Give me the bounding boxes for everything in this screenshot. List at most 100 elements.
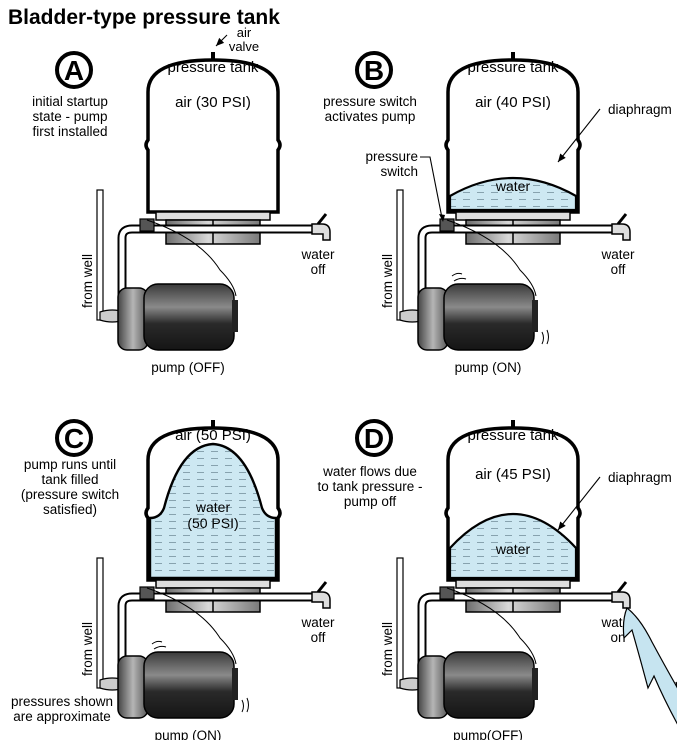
- panel-b-switch-label: pressure: [365, 149, 418, 164]
- panel-d-tank-label: pressure tank: [468, 427, 559, 444]
- panel-c-vibration-side: [241, 697, 249, 713]
- panel-c-water-label: water: [195, 499, 231, 515]
- panel-c-caption: (pressure switch: [21, 487, 119, 502]
- panel-b-diaphragm-label: diaphragm: [608, 102, 672, 117]
- panel-c-water: [148, 442, 278, 580]
- panel-d-pump-endcap: [532, 668, 538, 700]
- panel-c-faucet-label: off: [311, 630, 326, 645]
- panel-a-letter: A: [64, 55, 84, 86]
- panel-d-well-label: from well: [380, 622, 395, 676]
- panel-b-switch-label: switch: [380, 164, 418, 179]
- panel-a-air-label: air (30 PSI): [175, 94, 251, 111]
- panel-b-faucet-handle: [616, 213, 628, 225]
- panel-c-badge: [55, 419, 93, 457]
- panel-d-wire: [446, 587, 537, 665]
- panel-c-well-label: from well: [80, 622, 95, 676]
- panel-b-faucet-label: water: [600, 247, 635, 262]
- panel-b-switch-pointer: [420, 156, 443, 219]
- panel-c-caption: pump runs until: [24, 457, 116, 472]
- panel-c-faucet-handle: [316, 581, 328, 593]
- panel-b-diaphragm-arrow: [557, 108, 601, 163]
- panel-a-faucet: [311, 223, 331, 241]
- panel-b-tank-label: pressure tank: [468, 59, 559, 76]
- panel-a-well-label: from well: [80, 254, 95, 308]
- panel-b-water: [448, 176, 578, 212]
- panel-b-switch-pointer-head: [439, 214, 445, 222]
- panel-b-vibration-side: [541, 329, 549, 345]
- panel-a-wire: [146, 219, 237, 297]
- diagram-title: Bladder-type pressure tank: [8, 6, 280, 29]
- panel-c-wire: [146, 587, 237, 665]
- panel-d-air-label: air (45 PSI): [475, 466, 551, 483]
- panel-c-tank-base: [155, 579, 271, 589]
- panel-d-faucet-handle: [616, 581, 628, 593]
- panel-a-tank: [144, 58, 282, 214]
- panel-b-well-label: from well: [380, 254, 395, 308]
- panel-d-tank-base: [455, 579, 571, 589]
- panel-a-faucet-handle: [316, 213, 328, 225]
- panel-a-pressure-switch: [139, 218, 155, 232]
- panel-a-air-valve: [211, 52, 215, 60]
- panel-c-pump-label: pump (ON): [155, 728, 222, 740]
- panel-c-pump-endcap: [232, 668, 238, 700]
- panel-a-pipe: [119, 226, 312, 340]
- panel-d-pressure-switch: [439, 586, 455, 600]
- panel-c-pump-motor: [143, 651, 235, 719]
- panel-a-tank-base: [155, 211, 271, 221]
- panel-b-air-label: air (40 PSI): [475, 94, 551, 111]
- panel-a-caption: initial startup: [32, 94, 108, 109]
- panel-d-air-valve: [511, 420, 515, 428]
- panel-b-badge: [355, 51, 393, 89]
- panel-b-vibration-top: [451, 272, 467, 282]
- panel-b-water-label: water: [495, 178, 531, 194]
- panel-d-pipe: [419, 594, 612, 708]
- panel-b-caption: pressure switch: [323, 94, 417, 109]
- panel-a-faucet-label: off: [311, 262, 326, 277]
- panel-d-pump-label: pump(OFF): [453, 728, 523, 740]
- panel-d-caption: to tank pressure -: [317, 479, 422, 494]
- panel-a-valve-arrow-head: [216, 37, 225, 46]
- panel-d-pump-motor: [443, 651, 535, 719]
- panel-d-well-pipe: [396, 557, 404, 689]
- panel-b-faucet-label: off: [611, 262, 626, 277]
- panel-b-pump-endcap: [532, 300, 538, 332]
- panel-c-pipe: [119, 594, 312, 708]
- panel-a-pump-motor: [143, 283, 235, 351]
- panel-a-caption: first installed: [32, 124, 107, 139]
- panel-d-caption: pump off: [344, 494, 397, 509]
- panel-b-caption: activates pump: [325, 109, 416, 124]
- panel-b-tank: [444, 58, 582, 214]
- panel-d-water-spray: [622, 607, 677, 725]
- panel-a-well-pipe: [96, 189, 104, 321]
- panel-c-air-label: air (50 PSI): [175, 427, 251, 444]
- panel-a-badge: [55, 51, 93, 89]
- panel-d-faucet: [611, 591, 631, 609]
- panel-c-caption: tank filled: [41, 472, 98, 487]
- panel-c-faucet: [311, 591, 331, 609]
- panel-a-pump-label: pump (OFF): [151, 360, 225, 375]
- panel-a-valve-label: air: [237, 25, 252, 40]
- panel-c-air-valve: [211, 420, 215, 428]
- panel-c-note: are approximate: [13, 709, 111, 724]
- panel-d-diaphragm-arrow: [557, 476, 601, 531]
- panel-b-pump-label: pump (ON): [455, 360, 522, 375]
- panel-c-water-label: (50 PSI): [187, 515, 238, 531]
- panel-d-diaphragm-arrow-head: [558, 521, 566, 530]
- panel-d-diaphragm-label: diaphragm: [608, 470, 672, 485]
- panel-c-faucet-label: water: [300, 615, 335, 630]
- panel-a-tank-label: pressure tank: [168, 59, 259, 76]
- panel-d-water: [448, 513, 578, 580]
- panel-a-pump-endcap: [232, 300, 238, 332]
- panel-a-faucet-label: water: [300, 247, 335, 262]
- panel-c-well-pipe: [96, 557, 104, 689]
- panel-d-badge: [355, 419, 393, 457]
- panel-b-well-pipe: [396, 189, 404, 321]
- panel-a-valve-label: valve: [229, 39, 259, 54]
- panel-b-air-valve: [511, 52, 515, 60]
- panel-b-letter: B: [364, 55, 384, 86]
- panel-c-vibration-top: [151, 640, 167, 650]
